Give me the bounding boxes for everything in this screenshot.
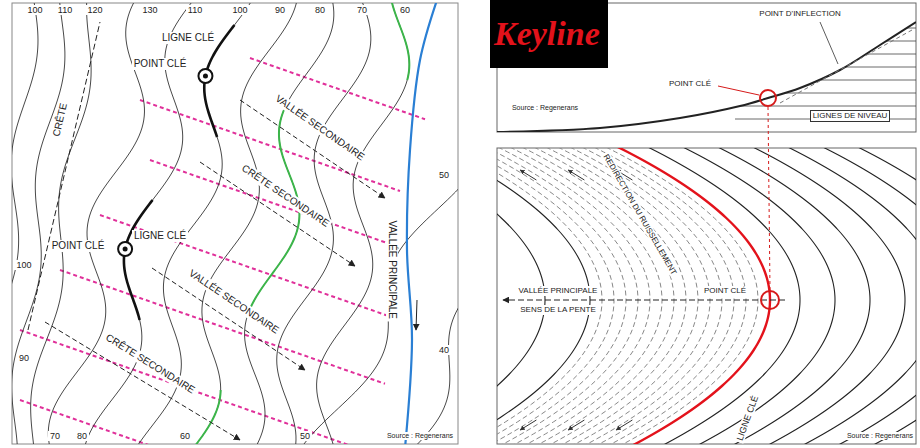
key-point-label: POINT CLÉ (132, 58, 189, 70)
direction-arrow (200, 162, 355, 266)
level-line (735, 106, 916, 107)
contour-line (774, 148, 916, 444)
contour-lines-label: LIGNES DE NIVEAU (810, 110, 891, 121)
contour-number: 60 (398, 5, 412, 15)
inflection-point-label: POINT D'INFLECTION (757, 9, 842, 18)
cultivation-line (592, 148, 758, 444)
contour-number: 70 (48, 431, 62, 441)
cultivation-line (544, 148, 710, 444)
contour-number: 80 (75, 431, 89, 441)
contour-line (31, 3, 91, 444)
runoff-arrow (520, 170, 536, 180)
cultivation-line (520, 148, 686, 444)
contour-line (497, 148, 590, 444)
ridge-line (28, 22, 100, 330)
contour-line (809, 148, 916, 444)
contour-line (397, 3, 458, 444)
level-line (735, 54, 916, 55)
contour-line (704, 148, 870, 444)
contour-number: 40 (437, 345, 451, 355)
cultivation-line (508, 148, 674, 444)
contour-line (844, 148, 916, 444)
level-line (735, 28, 916, 29)
contour-line (182, 3, 298, 444)
source-note: Source : Regenerans (845, 432, 915, 440)
key-point-marker (761, 291, 779, 309)
cultivation-line (250, 58, 425, 119)
tangent-line (780, 30, 912, 103)
key-point (198, 69, 212, 83)
runoff-arrow (520, 420, 536, 430)
contour-line (83, 3, 199, 444)
contour-line (48, 3, 144, 444)
contour-number: 110 (186, 5, 204, 15)
contour-number: 100 (230, 5, 249, 15)
contour-number: 120 (85, 5, 104, 15)
runoff-arrow (568, 170, 584, 180)
key-point-label: POINT CLÉ (50, 240, 107, 252)
key-point-label: POINT CLÉ (702, 286, 748, 295)
logo-box: Keyline (490, 0, 608, 68)
cultivation-line (556, 148, 722, 444)
leader-line (718, 86, 759, 95)
key-line-label: LIGNE CLÉ (160, 32, 216, 44)
cultivation-line (568, 148, 734, 444)
logo-text: Keyline (494, 14, 604, 53)
cultivation-line (497, 148, 626, 444)
contour-number: 50 (298, 431, 312, 441)
runoff-arrow (616, 420, 632, 430)
contour-number: 90 (273, 5, 287, 15)
main-valley-stream (405, 3, 437, 444)
leader-line (820, 22, 838, 64)
cultivation-line (20, 400, 300, 444)
direction-arrow (152, 268, 305, 370)
contour-number: 60 (178, 431, 192, 441)
contour-number: 100 (25, 5, 44, 15)
cultivation-line (497, 148, 614, 444)
runoff-arrow (568, 420, 584, 430)
valley-contour (247, 110, 300, 318)
key-point (118, 242, 132, 256)
main-valley-label: VALLÉE PRINCIPALE (386, 219, 398, 322)
key-line (124, 200, 153, 320)
source-note: Source : Regenerans (510, 104, 580, 112)
contour-number: 50 (437, 170, 451, 180)
key-point-marker (760, 90, 776, 106)
projection-line (768, 107, 770, 290)
contour-line (127, 3, 256, 444)
contour-number: 100 (14, 260, 33, 270)
cultivation-line (532, 148, 698, 444)
cultivation-line (580, 148, 746, 444)
cultivation-line (497, 148, 638, 444)
cultivation-line (497, 148, 662, 444)
level-line (735, 41, 916, 42)
cultivation-line (20, 330, 370, 444)
contour-line (739, 148, 905, 444)
contour-line (12, 3, 65, 444)
contour-number: 70 (355, 5, 369, 15)
key-point-label: POINT CLÉ (667, 79, 713, 88)
valley-axis (503, 300, 785, 301)
key-line-label: LIGNE CLÉ (132, 230, 188, 242)
source-note: Source : Regenerans (385, 432, 455, 440)
direction-arrow (45, 322, 240, 440)
level-line (735, 67, 916, 68)
level-line (735, 80, 916, 81)
main-valley-label: VALLÉE PRINCIPALE (517, 286, 600, 295)
flow-arrow (416, 300, 417, 330)
map-frame (12, 3, 458, 444)
key-point-center (203, 74, 208, 79)
contour-number: 110 (56, 5, 74, 15)
contour-number: 130 (140, 5, 159, 15)
key-point-center (123, 247, 128, 252)
slope-direction-label: SENS DE LA PENTE (518, 305, 598, 314)
contour-number: 80 (313, 5, 327, 15)
contour-number: 90 (17, 353, 31, 363)
